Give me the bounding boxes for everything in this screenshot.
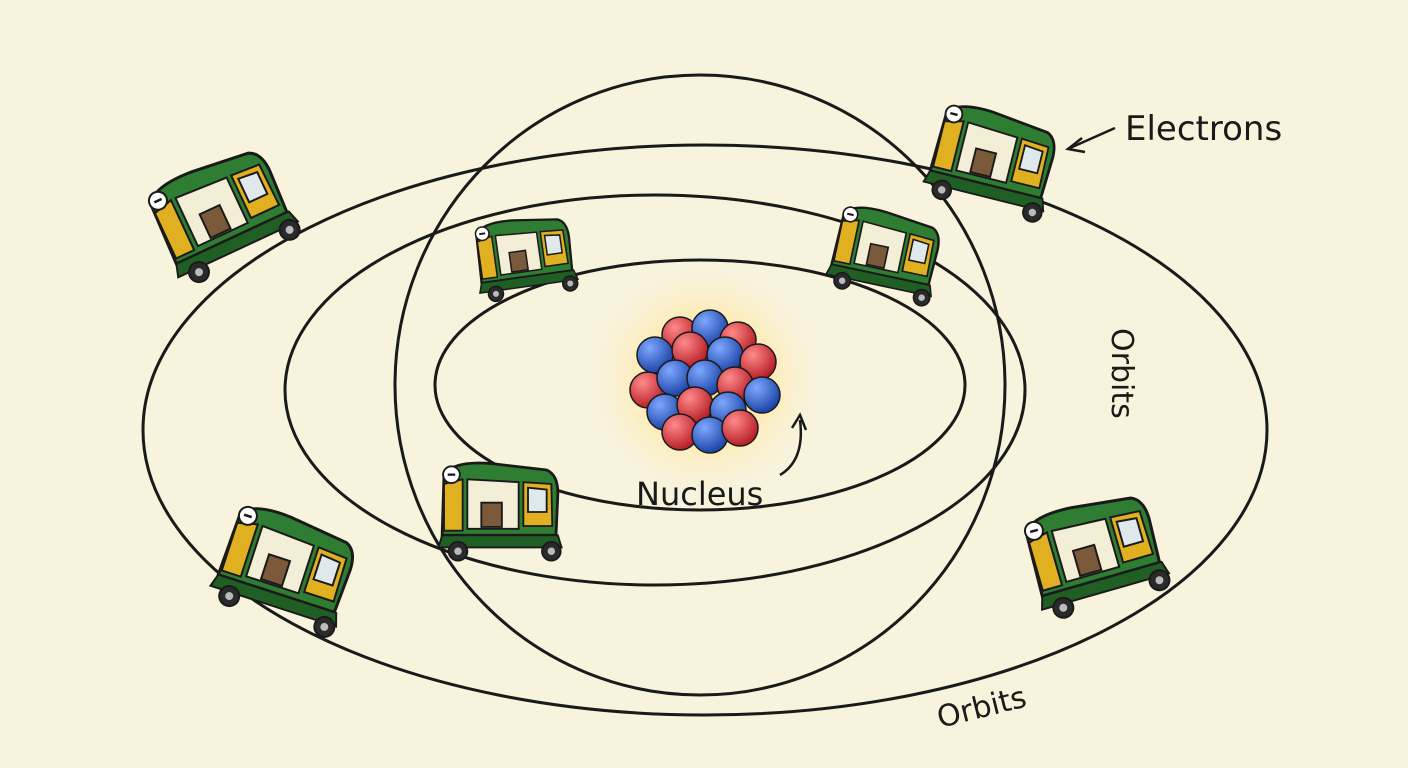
nucleus-label: Nucleus xyxy=(636,475,763,513)
orbits xyxy=(141,73,1269,717)
middle-orbit xyxy=(283,193,1027,587)
electron-rickshaw xyxy=(436,461,564,562)
neutron-ball xyxy=(743,376,781,414)
electrons-arrowhead-icon xyxy=(1065,137,1086,154)
vertical-orbit xyxy=(393,73,1007,697)
outer-orbit xyxy=(141,143,1269,717)
electrons-arrow xyxy=(1069,126,1116,150)
inner-orbit xyxy=(433,258,967,512)
nucleus-arrow xyxy=(779,419,802,477)
nucleus xyxy=(585,260,825,500)
proton-ball xyxy=(721,409,759,447)
orbits-label-right: Orbits xyxy=(1104,328,1139,419)
electrons-label: Electrons xyxy=(1125,109,1282,149)
nucleus-arrowhead-icon xyxy=(790,412,808,431)
